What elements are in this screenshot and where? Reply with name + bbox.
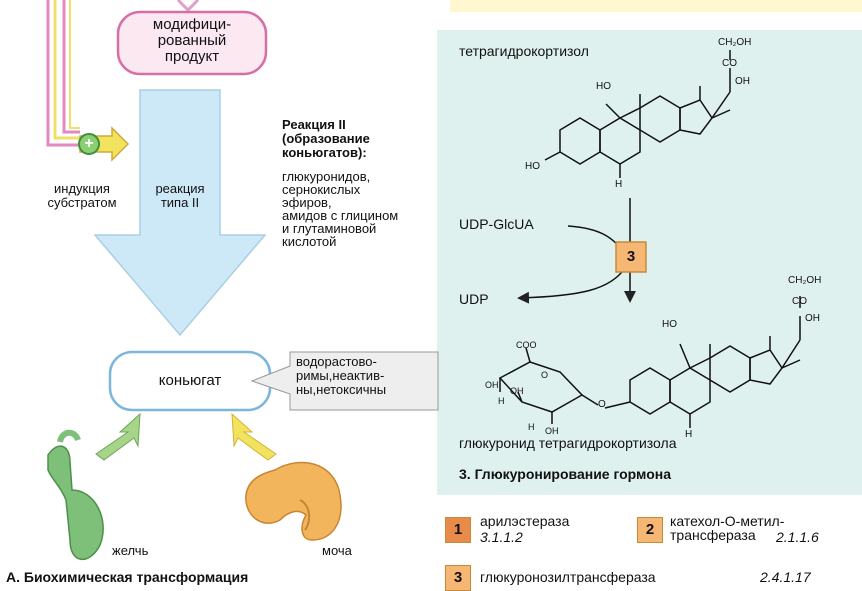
urine-label: моча — [322, 543, 352, 558]
step-3-badge — [615, 241, 647, 273]
compound-bottom-name: глюкуронид тетрагидрокортизола — [459, 435, 677, 451]
chem-coo-sugar: COO — [516, 340, 537, 350]
chem-oh-sugar-3: OH — [545, 426, 559, 436]
chem-ch2oh-bottom: CH₂OH — [788, 275, 822, 286]
top-pink-arrow — [176, 0, 200, 13]
udp-release-curve — [517, 267, 626, 304]
legend-ec-2: 2.1.1.6 — [776, 529, 819, 545]
chem-oh-sugar-2: OH — [510, 386, 524, 396]
reaction-type-label: реакция типа II — [155, 181, 205, 210]
glucuronidation-panel — [437, 30, 862, 495]
compound-top-name: тетрагидрокортизол — [459, 43, 589, 59]
reaction-type-ii-arrow — [93, 89, 267, 337]
legend-ec-3: 2.4.1.17 — [760, 569, 811, 585]
chem-h-sugar-1: H — [498, 396, 505, 406]
chem-ho-3-top: HO — [525, 161, 540, 172]
modified-product-label: модифици- рованный продукт — [152, 16, 232, 65]
gallbladder-icon — [47, 429, 104, 561]
properties-callout — [250, 351, 439, 411]
bile-label: желчь — [112, 543, 149, 558]
chem-o-ring: O — [541, 370, 549, 380]
induction-label: индукция субстратом — [47, 181, 117, 210]
chem-oh-bottom: OH — [805, 313, 820, 324]
legend-ec-1: 3.1.1.2 — [480, 529, 523, 545]
modified-product-box — [116, 10, 268, 76]
udp-label: UDP — [459, 291, 489, 307]
legend-badge-2: 2 — [637, 517, 663, 543]
section-3-caption: 3. Глюкуронирование гормона — [459, 466, 672, 482]
reagent-label: UDP-GlcUA — [459, 216, 534, 232]
chem-h-bottom: H — [685, 429, 693, 440]
legend-badge-3: 3 — [445, 565, 471, 591]
reaction-ii-heading: Реакция II (образование коньюгатов): — [282, 117, 370, 160]
properties-label: водорастово- римы,неактив- ны,нетоксичны — [296, 354, 387, 397]
chem-o-link: O — [598, 399, 606, 410]
chem-ho-11-top: HO — [596, 81, 611, 92]
conjugate-label: коньюгат — [158, 372, 222, 389]
chem-co-bottom: CO — [792, 296, 807, 307]
chem-h-sugar-2: H — [528, 422, 535, 432]
chem-ho-11-bottom: HO — [662, 319, 677, 330]
step-3-label: 3 — [626, 248, 636, 265]
section-a-caption: А. Биохимическая трансформация — [6, 569, 249, 585]
top-decorative-strip — [450, 0, 862, 12]
bile-arrow — [95, 412, 141, 461]
chem-oh-sugar-1: OH — [485, 380, 499, 390]
tetrahydrocortisol-structure — [544, 50, 731, 178]
chem-h-top: H — [615, 179, 623, 190]
reaction-ii-items: глюкуронидов, сернокислых эфиров, амидов… — [282, 169, 399, 249]
chem-co-top: CO — [722, 58, 737, 69]
glucuronide-structure — [498, 296, 801, 428]
chem-ch2oh-top: CH₂OH — [718, 37, 752, 48]
plus-circle-icon — [78, 133, 100, 155]
input-lines — [46, 0, 80, 147]
legend-name-2: катехол-О-метил- трансфераза — [670, 513, 785, 543]
legend-badge-1: 1 — [445, 517, 471, 543]
kidney-icon — [245, 461, 342, 541]
legend-name-3: глюкуронозилтрансфераза — [480, 569, 656, 585]
plus-sign: + — [84, 135, 94, 152]
legend-name-1: арилэстераза — [480, 513, 570, 529]
urine-arrow — [231, 412, 277, 461]
chem-oh-top: OH — [735, 76, 750, 87]
